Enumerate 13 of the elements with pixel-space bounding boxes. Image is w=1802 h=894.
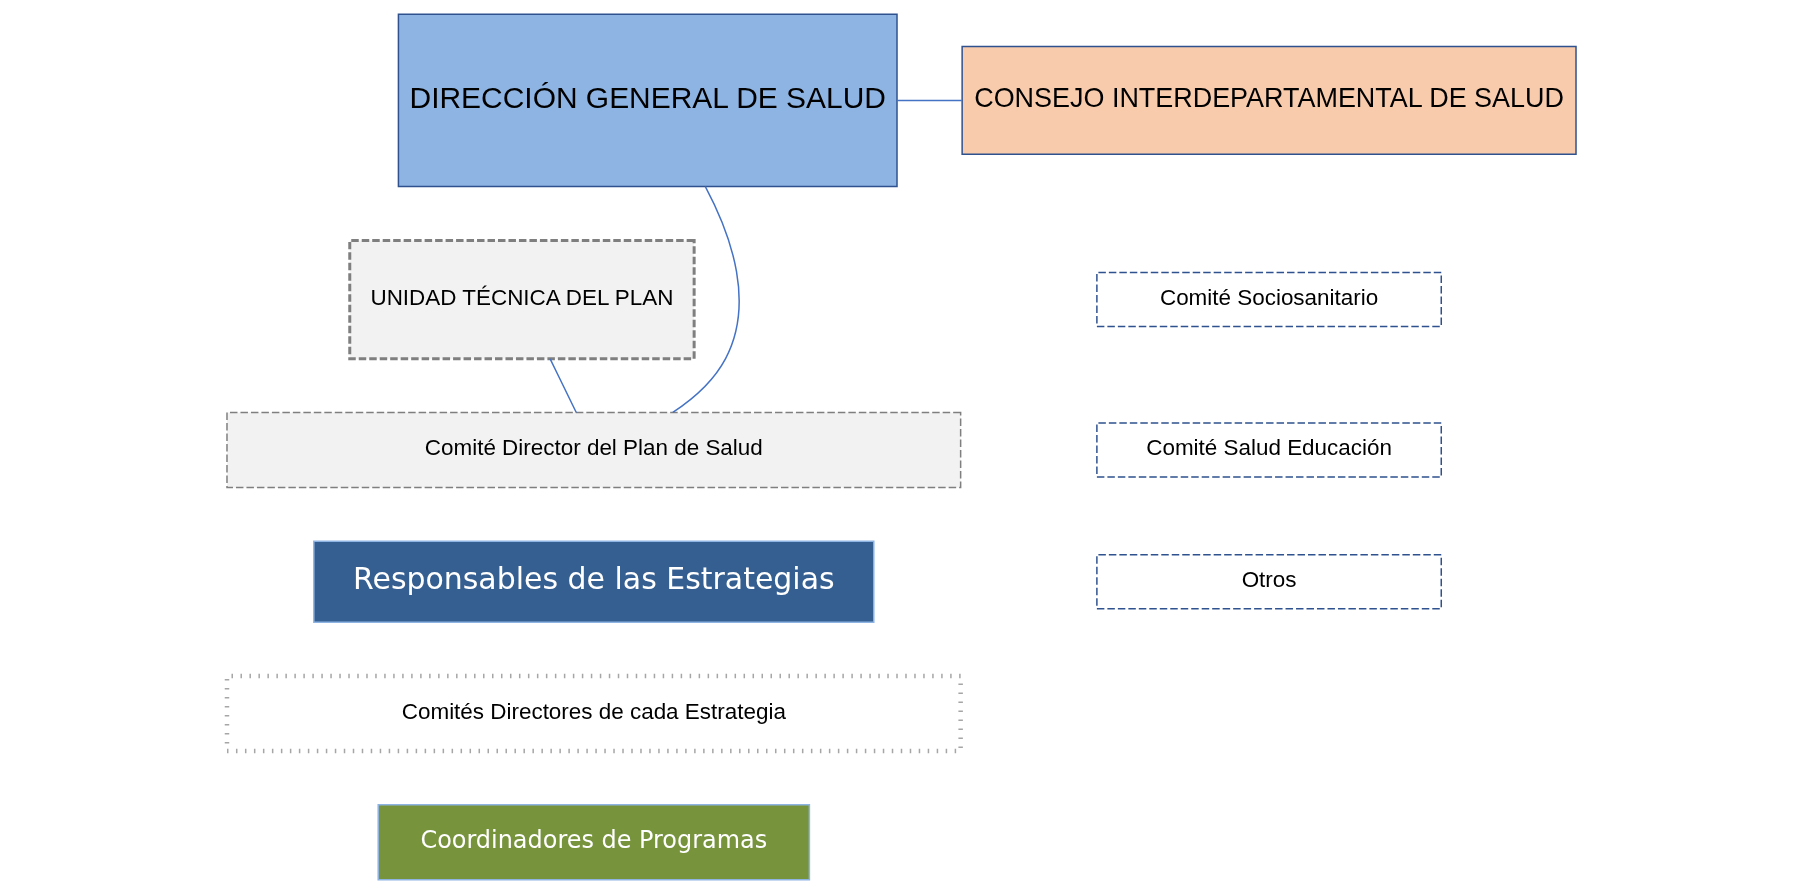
node-box: Comités Directores de cada Estrategia	[224, 673, 963, 754]
node-box: Comité Salud Educación	[1095, 422, 1442, 478]
node-box: CONSEJO INTERDEPARTAMENTAL DE SALUD	[960, 45, 1577, 156]
node-box: Comité Director del Plan de Salud	[225, 411, 961, 489]
node-box: UNIDAD TÉCNICA DEL PLAN	[347, 238, 696, 361]
node-box: Otros	[1095, 554, 1442, 610]
node-box: Responsables de las Estrategias	[312, 540, 875, 623]
connector	[671, 185, 740, 414]
node-box: DIRECCIÓN GENERAL DE SALUD	[397, 13, 898, 188]
node-box: Coordinadores de Programas	[376, 804, 810, 881]
connector	[548, 358, 577, 414]
connector	[895, 99, 962, 102]
node-box: Comité Sociosanitario	[1095, 271, 1442, 328]
